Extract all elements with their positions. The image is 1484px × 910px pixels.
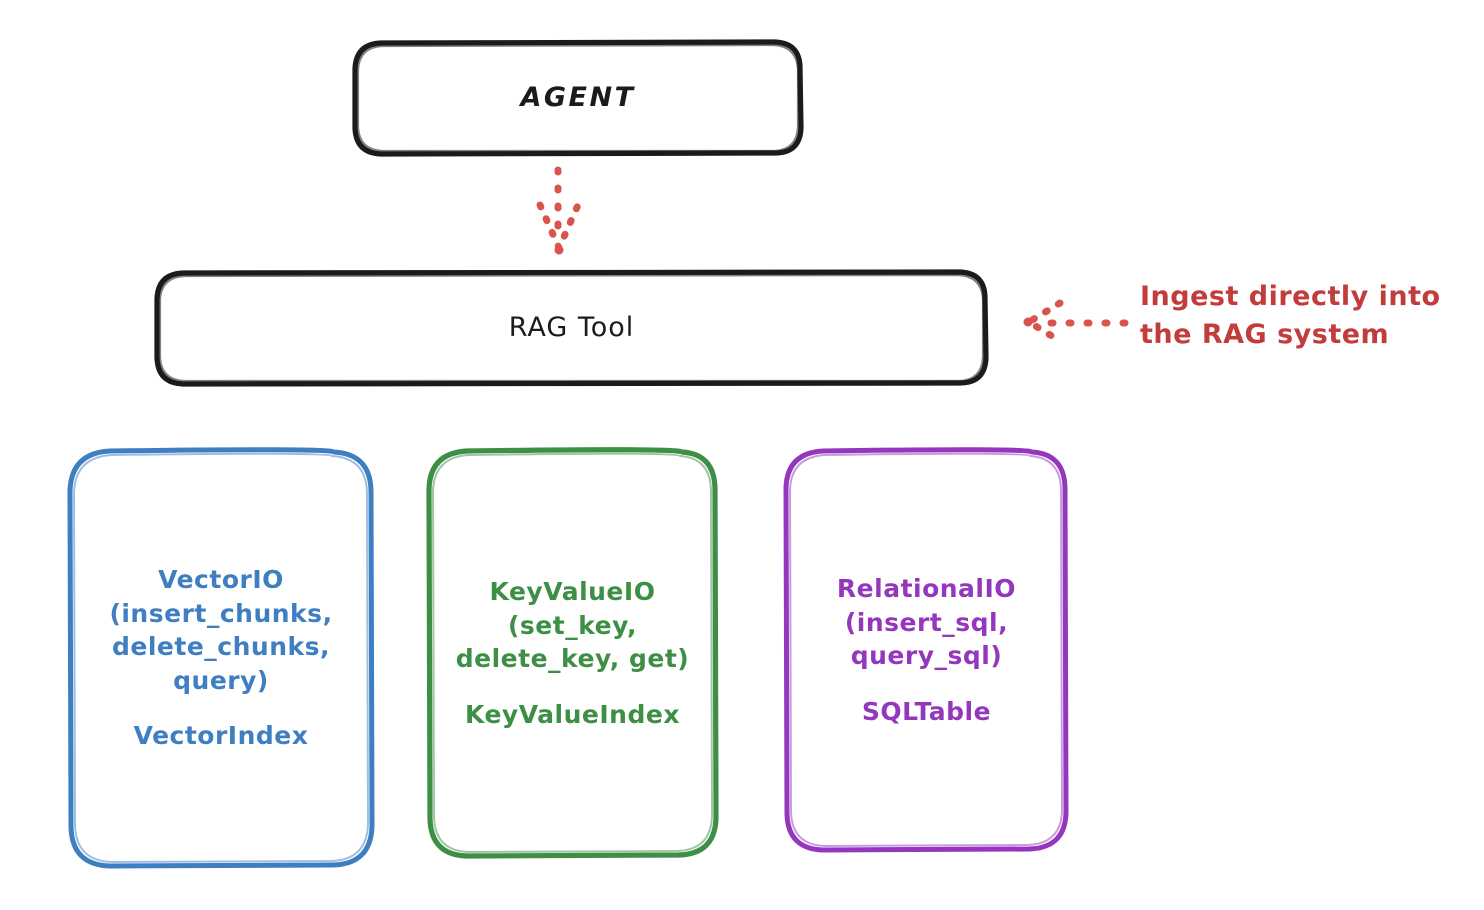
key-value-io-content: KeyValueIO (set_key, delete_key, get) Ke… (456, 575, 689, 731)
agent-node[interactable]: AGENT (355, 42, 801, 154)
key-value-io-index-label: KeyValueIndex (465, 699, 680, 729)
agent-to-rag-tool-connector (536, 166, 582, 255)
key-value-io-node[interactable]: KeyValueIO (set_key, delete_key, get) Ke… (429, 450, 716, 856)
key-value-io-api-label: KeyValueIO (set_key, delete_key, get) (455, 577, 690, 673)
key-value-io-spacer (456, 676, 689, 698)
vector-io-content: VectorIO (insert_chunks, delete_chunks, … (109, 563, 332, 753)
vector-io-node[interactable]: VectorIO (insert_chunks, delete_chunks, … (70, 450, 372, 866)
relational-io-content: RelationalIO (insert_sql, query_sql) SQL… (837, 572, 1016, 728)
ingest-annotation-text: Ingest directly into the RAG system (1140, 281, 1441, 351)
relational-io-spacer (837, 673, 1016, 695)
agent-node-label: AGENT (520, 82, 636, 114)
vector-io-spacer (109, 697, 332, 719)
relational-io-index-label: SQLTable (861, 696, 992, 726)
vector-io-index-label: VectorIndex (133, 721, 309, 751)
rag-tool-node[interactable]: RAG Tool (157, 272, 986, 384)
vector-io-api-label: VectorIO (insert_chunks, delete_chunks, … (109, 565, 333, 695)
relational-io-api-label: RelationalIO (insert_sql, query_sql) (836, 574, 1017, 670)
relational-io-node[interactable]: RelationalIO (insert_sql, query_sql) SQL… (787, 450, 1066, 850)
rag-tool-node-label: RAG Tool (508, 312, 635, 344)
ingest-arrow-connector (1023, 299, 1129, 345)
